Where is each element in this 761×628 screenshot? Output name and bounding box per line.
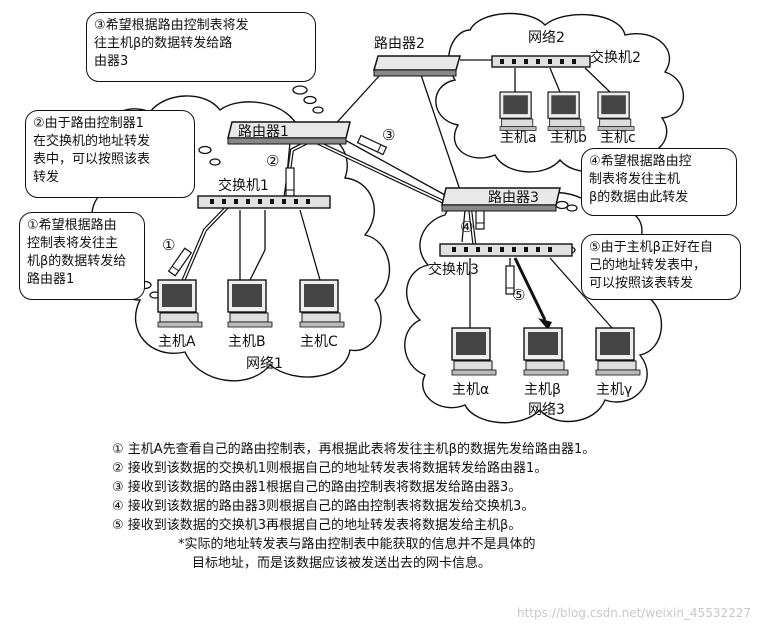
- switch2: [491, 55, 591, 68]
- host-gamma-computer: [595, 327, 641, 376]
- host-a-label: 主机A: [158, 334, 196, 350]
- host-beta-computer: [523, 327, 569, 376]
- callout-step3-line: ③希望根据路由控制表将发: [94, 18, 249, 33]
- callout-step5-line: ⑤由于主机β正好在自: [589, 240, 713, 255]
- switch3-label: 交换机3: [428, 261, 479, 278]
- router3: [441, 187, 561, 212]
- router1: [227, 121, 351, 145]
- footnote-line2: 目标地址，而是该数据应该被发送出去的网卡信息。: [192, 556, 492, 571]
- host-c-computer: [299, 279, 345, 328]
- callout-step5-line: 可以按照该表转发: [589, 276, 694, 291]
- step-marker-4: ④: [460, 218, 473, 236]
- network2-label: 网络2: [528, 30, 565, 46]
- step-marker-2: ②: [266, 152, 279, 170]
- callout-step1: ①希望根据路由 控制表将发往主 机β的数据转发给 路由器1: [19, 212, 145, 300]
- switch1-label: 交换机1: [218, 177, 269, 194]
- switch3: [439, 243, 573, 257]
- host-alpha-label: 主机α: [452, 382, 489, 398]
- router2-label: 路由器2: [374, 36, 425, 52]
- switch1: [197, 195, 331, 209]
- network1-label: 网络1: [246, 356, 283, 372]
- host-b-lower-label: 主机b: [550, 130, 587, 146]
- callout-step1-line: 路由器1: [27, 272, 75, 287]
- network3-label: 网络3: [528, 402, 565, 418]
- callout-step5: ⑤由于主机β正好在自 己的地址转发表中， 可以按照该表转发: [581, 234, 741, 300]
- note-step5: ⑤ 接收到该数据的交换机3再根据自己的地址转发表将数据发给主机β。: [112, 518, 522, 533]
- callout-step3-line: 由器3: [94, 54, 129, 69]
- callout-step5-line: 己的地址转发表中，: [589, 258, 707, 273]
- note-step4: ④ 接收到该数据的路由器3则根据自己的路由控制表将数据发给交换机3。: [112, 499, 535, 514]
- callout-step4-line: 制表将发往主机: [589, 172, 681, 187]
- host-alpha-computer: [451, 327, 497, 376]
- note-step2: ② 接收到该数据的交换机1则根据自己的地址转发表将数据转发给路由器1。: [112, 461, 548, 476]
- host-beta-label: 主机β: [524, 382, 561, 398]
- callout-step3-line: 往主机β的数据转发给路: [94, 36, 233, 51]
- links: [239, 59, 613, 329]
- host-a-computer: [157, 279, 203, 328]
- callout-step4-line: β的数据由此转发: [589, 190, 689, 205]
- host-a-lower-label: 主机a: [500, 130, 537, 146]
- router2: [373, 55, 461, 77]
- callout-step2-line: 表中，可以按照该表: [33, 152, 151, 167]
- host-c-lower-label: 主机c: [600, 130, 636, 146]
- note-step3: ③ 接收到该数据的路由器1根据自己的路由控制表将数据发给路由器3。: [112, 480, 522, 495]
- host-a-lower-computer: [499, 91, 537, 132]
- watermark: https://blog.csdn.net/weixin_45532227: [516, 606, 751, 620]
- callout-step2-line: 转发: [33, 170, 60, 185]
- step-marker-5: ⑤: [512, 286, 525, 304]
- host-b-lower-computer: [547, 91, 585, 132]
- host-c-label: 主机C: [300, 334, 338, 350]
- host-c-lower-computer: [597, 91, 635, 132]
- callout-step1-line: 控制表将发往主: [27, 236, 119, 251]
- callout-step3: ③希望根据路由控制表将发 往主机β的数据转发给路 由器3: [86, 12, 316, 82]
- router1-label: 路由器1: [238, 124, 289, 140]
- callout-step4: ④希望根据路由控 制表将发往主机 β的数据由此转发: [581, 148, 737, 216]
- callout-step2-line: 在交换机的地址转发: [33, 134, 151, 149]
- host-gamma-label: 主机γ: [596, 382, 632, 398]
- step-marker-3: ③: [382, 126, 395, 144]
- callout-step2: ②由于路由控制器1 在交换机的地址转发 表中，可以按照该表 转发: [25, 110, 195, 198]
- callout-step4-line: ④希望根据路由控: [589, 154, 692, 169]
- note-step1: ① 主机A先查看自己的路由控制表，再根据此表将发往主机β的数据先发给路由器1。: [112, 442, 596, 457]
- router3-label: 路由器3: [488, 190, 539, 206]
- step-marker-1: ①: [162, 236, 175, 254]
- footnote-line1: *实际的地址转发表与路由控制表中能获取的信息并不是具体的: [178, 537, 536, 552]
- callout-step1-line: ①希望根据路由: [27, 218, 117, 233]
- host-b-label: 主机B: [228, 334, 266, 350]
- step-notes: ① 主机A先查看自己的路由控制表，再根据此表将发往主机β的数据先发给路由器1。 …: [112, 440, 752, 573]
- switch2-label: 交换机2: [590, 49, 641, 66]
- callout-step2-line: ②由于路由控制器1: [33, 116, 144, 131]
- host-b-computer: [227, 279, 273, 328]
- callout-step1-line: 机β的数据转发给: [27, 254, 127, 269]
